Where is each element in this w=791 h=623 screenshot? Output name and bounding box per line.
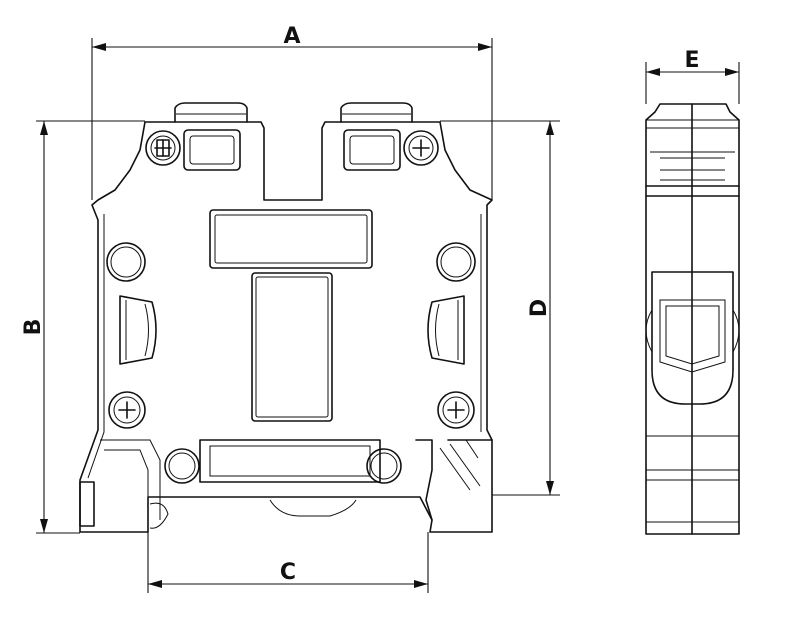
clamp-window-right: [343, 129, 401, 171]
dimension-label-a: A: [283, 24, 300, 49]
mounting-hole: [164, 448, 200, 484]
side-view-outline: [645, 103, 740, 535]
side-slot-left: [119, 295, 157, 365]
din-latch: [415, 439, 493, 521]
dimension-label-d: D: [527, 299, 552, 317]
screw-icon: [145, 130, 181, 166]
din-rail: [149, 499, 357, 529]
front-view-outline: [79, 121, 493, 533]
screw-icon: [108, 391, 146, 429]
front-view-inner-border: [87, 214, 482, 479]
side-clamp: [651, 271, 734, 405]
dimension-label-b: B: [21, 319, 46, 336]
screw-icon: [403, 130, 439, 166]
mounting-hole: [106, 242, 146, 282]
screw-icon: [437, 391, 475, 429]
dimension-a: A: [91, 24, 493, 200]
central-bar: [251, 272, 333, 422]
side-slot-right: [427, 295, 465, 365]
side-view: [645, 103, 740, 535]
top-tab-right: [340, 102, 413, 123]
dimension-b: B: [21, 120, 145, 534]
front-view: [79, 102, 493, 533]
dimension-c: C: [147, 532, 429, 593]
mounting-hole: [366, 448, 402, 484]
top-tab-left: [174, 102, 248, 123]
dimension-label-e: E: [684, 48, 699, 73]
dimension-label-c: C: [280, 560, 296, 585]
mounting-hole: [436, 242, 476, 282]
dimension-d: D: [440, 120, 560, 496]
label-slot: [209, 209, 373, 269]
dimension-e: E: [645, 48, 740, 104]
clamp-window-left: [183, 129, 241, 171]
